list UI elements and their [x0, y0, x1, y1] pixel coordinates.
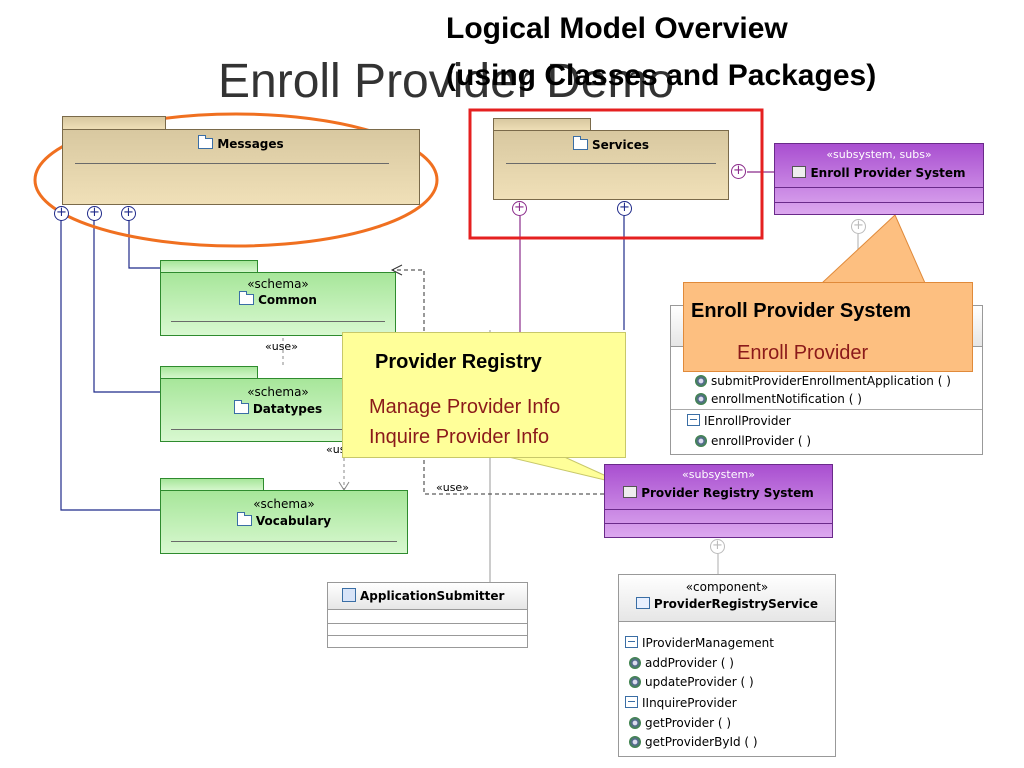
component-icon: [635, 597, 650, 609]
operation-name: enrollmentNotification ( ): [711, 392, 862, 406]
plus-icon[interactable]: +: [851, 219, 866, 234]
subsystem-icon: [623, 486, 638, 498]
plus-icon[interactable]: +: [731, 164, 746, 179]
divider: [605, 523, 832, 524]
messages-to-common-line: [128, 219, 160, 269]
divider: [75, 163, 389, 164]
divider: [671, 409, 982, 410]
slide-title: Enroll Provider Demo: [218, 55, 675, 108]
folder-icon: [236, 512, 252, 526]
folder-icon: [239, 291, 255, 305]
plus-icon[interactable]: +: [121, 206, 136, 221]
services-highlight-rect: [468, 108, 764, 240]
divider: [605, 509, 832, 510]
divider: [775, 187, 983, 188]
package-name: Vocabulary: [255, 514, 332, 528]
interface-name: IEnrollProvider: [704, 414, 791, 428]
enroll-callout-pointer: [820, 214, 926, 284]
operation-icon: [629, 717, 641, 729]
package-tab: [160, 478, 264, 491]
plus-icon[interactable]: +: [512, 201, 527, 216]
header-line-1: Logical Model Overview: [446, 12, 788, 45]
interface-icon: [625, 636, 638, 648]
messages-to-datatypes-line: [93, 219, 160, 393]
folder-icon: [233, 400, 249, 414]
plus-icon[interactable]: +: [87, 206, 102, 221]
operation-icon: [695, 375, 707, 387]
header-line-2: (using Classes and Packages): [446, 59, 877, 92]
subsystem-name: Enroll Provider System: [810, 166, 966, 180]
divider: [328, 635, 527, 636]
operation-icon: [695, 435, 707, 447]
plus-icon[interactable]: +: [617, 201, 632, 216]
operation-name: submitProviderEnrollmentApplication ( ): [711, 374, 951, 388]
operation-icon: [629, 657, 641, 669]
folder-icon: [198, 135, 214, 149]
interface-name: IInquireProvider: [642, 696, 737, 710]
callout-line: Inquire Provider Info: [369, 426, 550, 448]
package-tab: [160, 366, 258, 379]
operation-name: getProvider ( ): [645, 716, 732, 730]
class-icon: [342, 588, 356, 602]
operation-name: addProvider ( ): [645, 656, 734, 670]
package-name: Datatypes: [252, 402, 323, 416]
class-application-submitter[interactable]: ApplicationSubmitter: [327, 582, 528, 648]
operation-name: enrollProvider ( ): [711, 434, 812, 448]
class-header: ApplicationSubmitter: [328, 583, 527, 610]
divider: [775, 202, 983, 203]
operation-icon: [629, 676, 641, 688]
messages-to-vocabulary-line: [60, 219, 160, 511]
use-label: «use»: [265, 340, 298, 353]
package-body: Services: [493, 130, 729, 200]
callout-line: Enroll Provider: [737, 342, 869, 364]
class-name: ApplicationSubmitter: [360, 589, 505, 603]
package-tab: [160, 260, 258, 273]
package-body: «schema» Vocabulary: [160, 490, 408, 554]
package-body: «schema» Common: [160, 272, 396, 336]
folder-icon: [572, 136, 588, 150]
divider: [171, 541, 397, 542]
callout-provider-registry: Provider Registry Manage Provider Info I…: [342, 332, 626, 458]
divider: [171, 321, 385, 322]
interface-name: IProviderManagement: [642, 636, 774, 650]
stereotype: «subsystem»: [682, 468, 755, 481]
operation-name: getProviderById ( ): [645, 735, 758, 749]
callout-title: Enroll Provider System: [691, 300, 912, 322]
operation-icon: [629, 736, 641, 748]
component-name: ProviderRegistryService: [653, 597, 819, 611]
package-name: Messages: [217, 137, 284, 151]
component-header: «component» ProviderRegistryService: [619, 575, 835, 622]
package-tab: [62, 116, 166, 130]
stereotype: «schema»: [247, 385, 309, 399]
subsystem-name: Provider Registry System: [641, 486, 814, 500]
messages-highlight-ellipse: [33, 112, 439, 248]
operation-icon: [695, 393, 707, 405]
divider: [506, 163, 716, 164]
package-name: Common: [258, 293, 317, 307]
callout-title: Provider Registry: [375, 351, 542, 373]
use-arrow-head: [390, 264, 403, 276]
callout-line: Manage Provider Info: [369, 396, 561, 418]
subsystem-icon: [792, 166, 807, 178]
stereotype: «component»: [685, 580, 769, 594]
subsystem-enroll-provider-system[interactable]: «subsystem, subs» Enroll Provider System: [774, 143, 984, 215]
subsystem-provider-registry-system[interactable]: «subsystem» Provider Registry System: [604, 464, 833, 538]
package-name: Services: [591, 138, 650, 152]
use-label: «use»: [436, 481, 469, 494]
operation-name: updateProvider ( ): [645, 675, 754, 689]
component-provider-registry-service[interactable]: «component» ProviderRegistryService IPro…: [618, 574, 836, 757]
stereotype: «subsystem, subs»: [826, 148, 932, 161]
callout-enroll-provider-system: Enroll Provider System Enroll Provider: [683, 282, 973, 372]
divider: [171, 429, 385, 430]
plus-icon[interactable]: +: [54, 206, 69, 221]
interface-icon: [625, 696, 638, 708]
divider: [328, 623, 527, 624]
package-body: Messages: [62, 129, 420, 205]
plus-icon[interactable]: +: [710, 539, 725, 554]
package-tab: [493, 118, 591, 131]
stereotype: «schema»: [253, 497, 315, 511]
stereotype: «schema»: [247, 277, 309, 291]
interface-icon: [687, 414, 700, 426]
